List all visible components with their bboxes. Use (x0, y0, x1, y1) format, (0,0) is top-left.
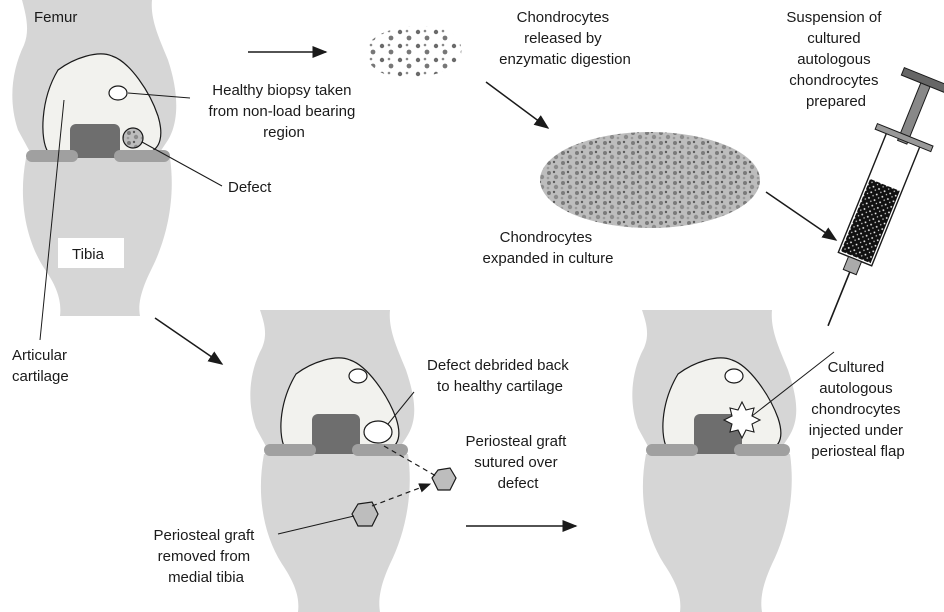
meniscus-right-3 (734, 444, 790, 456)
knee-debrided (250, 310, 414, 612)
syringe-contents (841, 179, 900, 263)
meniscus-right (114, 150, 170, 162)
label-defect: Defect (228, 179, 272, 196)
knee-injected (632, 310, 796, 612)
arrow-to-syringe (766, 192, 836, 240)
label-chondrocytes-expanded: Chondrocytes expanded in culture (483, 229, 614, 267)
label-tibia: Tibia (72, 246, 105, 263)
periosteal-graft-placed (432, 468, 456, 490)
meniscus-left-3 (646, 444, 698, 456)
label-suspension: Suspension of cultured autologous chondr… (786, 9, 885, 110)
label-defect-debrided: Defect debrided back to healthy cartilag… (427, 357, 573, 395)
syringe-needle (828, 272, 850, 326)
label-healthy-biopsy: Healthy biopsy taken from non-load beari… (209, 82, 360, 141)
expanded-culture (540, 132, 760, 228)
tibia-bone-3 (643, 454, 792, 612)
label-injected: Cultured autologous chondrocytes injecte… (809, 359, 907, 460)
label-chondrocytes-released: Chondrocytes released by enzymatic diges… (499, 9, 631, 68)
arrow-to-culture (486, 82, 548, 128)
knee-initial (12, 0, 176, 316)
meniscus-left (26, 150, 78, 162)
biopsy-site-3 (725, 369, 743, 383)
periosteal-flap (724, 402, 760, 438)
defect-lesion (123, 128, 143, 148)
label-periosteal-sutured: Periosteal graft sutured over defect (465, 433, 570, 492)
label-articular-cartilage: Articular cartilage (12, 347, 71, 385)
label-periosteal-removed: Periosteal graft removed from medial tib… (153, 527, 258, 586)
meniscus-left-2 (264, 444, 316, 456)
debrided-defect (364, 421, 392, 443)
biopsy-site-2 (349, 369, 367, 383)
label-femur: Femur (34, 9, 77, 26)
meniscus-right-2 (352, 444, 408, 456)
released-chondrocytes (366, 26, 461, 78)
arrow-to-debridement (155, 318, 222, 364)
biopsy-site (109, 86, 127, 100)
